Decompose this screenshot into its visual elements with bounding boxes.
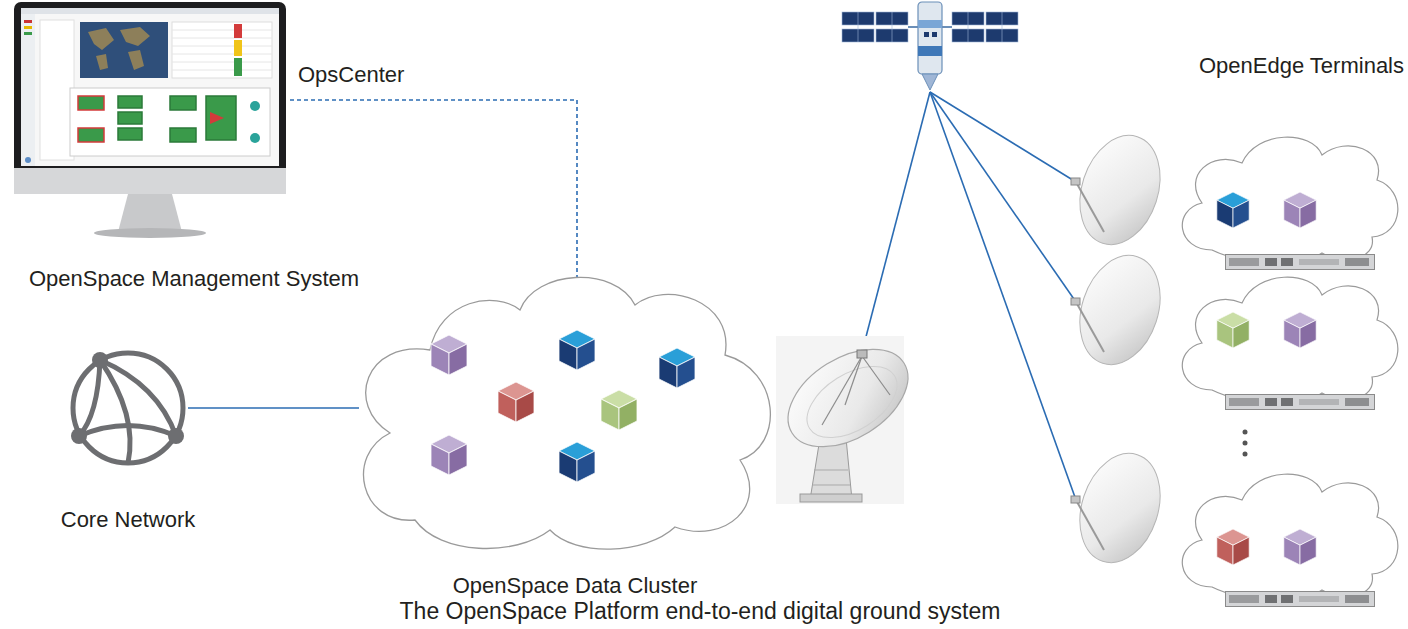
system-label: OpenSpace Management System	[4, 266, 384, 292]
connector-line	[290, 100, 577, 279]
connector-line	[188, 407, 359, 409]
terminal-group: OpenEdge Terminals	[1060, 45, 1405, 610]
monitor-illustration	[10, 0, 290, 240]
network-node: Core Network	[58, 345, 198, 471]
figure-caption: The OpenSpace Platform end-to-end digita…	[0, 598, 1404, 626]
group-label: OpenEdge Terminals	[1199, 53, 1404, 79]
cluster-label: OpenSpace Data Cluster	[360, 573, 790, 599]
cluster-cloud-node: OpenSpace Data Cluster	[345, 265, 775, 555]
product-label: OpsCenter	[298, 62, 404, 88]
monitor-node: OpsCenterOpenSpace Management System	[10, 0, 290, 240]
cluster-cloud	[345, 265, 775, 555]
network-label: Core Network	[28, 507, 228, 533]
globe-icon	[58, 345, 198, 471]
